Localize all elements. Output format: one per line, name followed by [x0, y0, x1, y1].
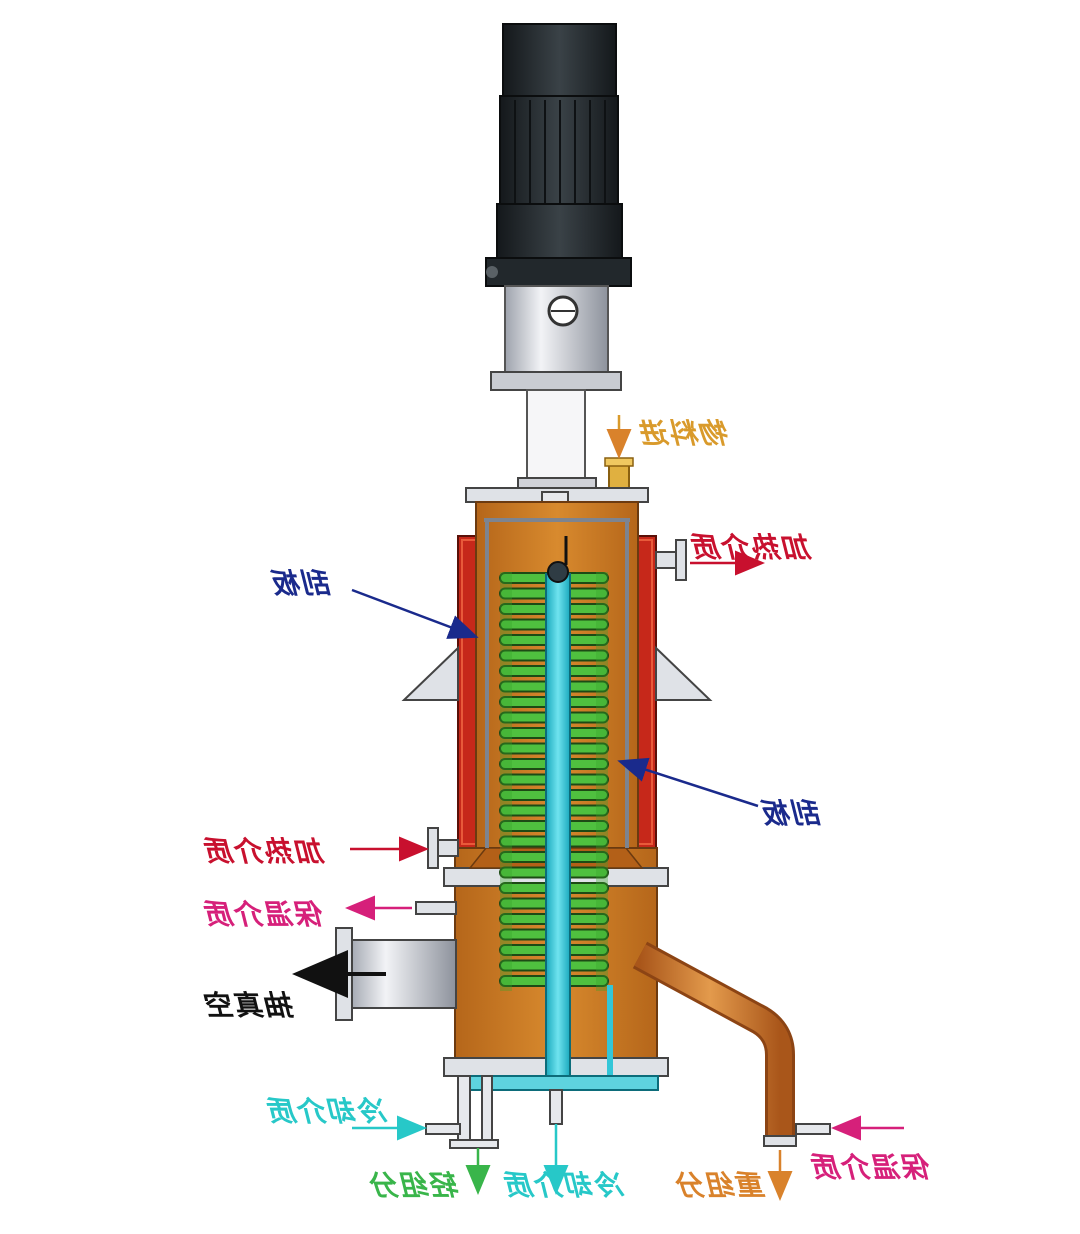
label-insulation-left: 保温介质 [205, 898, 326, 931]
label-cooling-left: 冷却介质 [268, 1095, 389, 1128]
label-vacuum: 抽真空 [205, 989, 296, 1022]
flow-arrows [292, 415, 904, 1201]
bottom-cooling-plate [469, 1075, 659, 1091]
insulation-port [415, 901, 457, 915]
label-scraper-lower: 刮板 [762, 797, 823, 830]
support-bracket-icon [401, 645, 713, 701]
label-scraper-upper: 刮板 [272, 567, 333, 600]
label-light-fraction: 轻组分 [370, 1169, 461, 1202]
label-feed-inlet: 物料进 [640, 417, 731, 450]
drive-coupling-icon [490, 285, 622, 493]
heating-outlet-port [655, 539, 687, 581]
label-cooling-bottom: 冷却介质 [505, 1169, 626, 1202]
scraper-lower-arrow [617, 757, 759, 808]
gear-motor-icon [485, 23, 632, 287]
label-heating-in: 加热介质 [205, 835, 326, 868]
label-insulation-right: 保温介质 [812, 1151, 933, 1184]
label-heating-out: 加热介质 [692, 531, 813, 564]
label-heavy-fraction: 重组分 [676, 1169, 767, 1202]
scraper-upper-arrow [351, 588, 479, 639]
cooling-tube [545, 536, 613, 1085]
scraper-rotor-icon [484, 518, 630, 848]
coil-left [500, 572, 512, 991]
heating-inlet-port [427, 827, 459, 869]
coil-right [596, 572, 608, 991]
